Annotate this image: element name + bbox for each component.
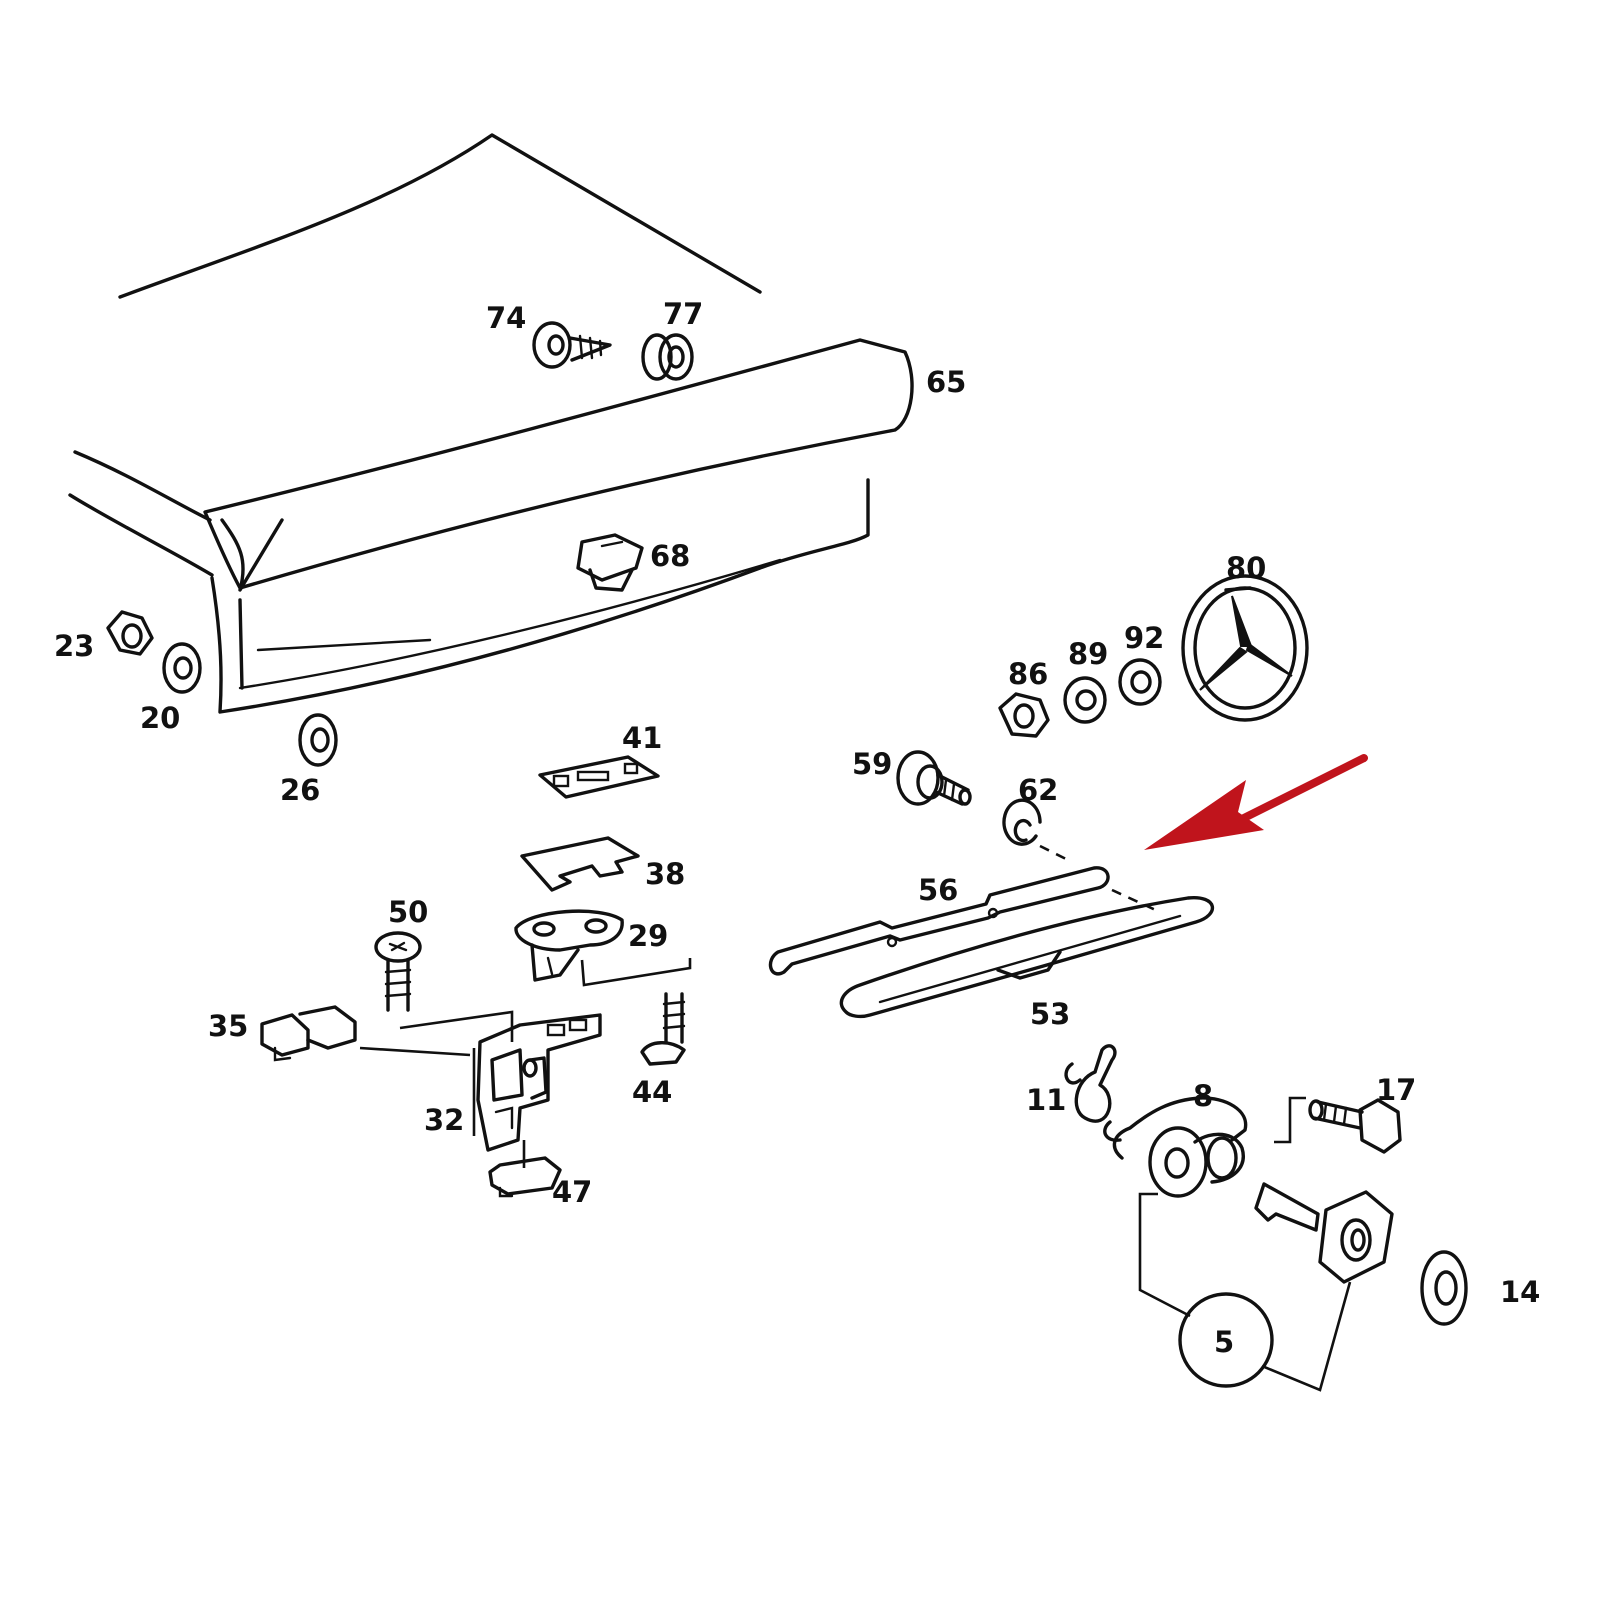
part-92-washer xyxy=(1118,658,1162,706)
part-8-lock-cylinder xyxy=(1103,1096,1248,1198)
part-47-clip xyxy=(488,1156,562,1198)
callout-77: 77 xyxy=(663,297,703,331)
red-arrow-indicator xyxy=(1144,754,1368,850)
part-key xyxy=(1254,1182,1394,1284)
trunk-lid xyxy=(68,133,914,714)
callout-50: 50 xyxy=(388,895,428,929)
callout-92: 92 xyxy=(1124,621,1164,655)
part-44-bolt xyxy=(640,992,686,1066)
callout-35: 35 xyxy=(208,1009,248,1043)
part-77-grommet xyxy=(641,333,694,381)
callout-47: 47 xyxy=(552,1175,592,1209)
callout-89: 89 xyxy=(1068,637,1108,671)
arrow-head xyxy=(1144,780,1264,850)
callout-44: 44 xyxy=(632,1075,672,1109)
part-20-washer xyxy=(162,642,202,694)
part-23-nut xyxy=(106,610,154,656)
part-53-handle xyxy=(839,896,1215,1019)
callout-32: 32 xyxy=(424,1103,464,1137)
part-5-set-circle xyxy=(1178,1292,1274,1388)
part-35-clips xyxy=(260,1005,357,1062)
part-50-screw xyxy=(374,931,422,1012)
callout-53: 53 xyxy=(1030,997,1070,1031)
part-74-screw xyxy=(532,321,612,369)
part-14-washer xyxy=(1420,1250,1468,1326)
callout-23: 23 xyxy=(54,629,94,663)
callout-74: 74 xyxy=(486,301,526,335)
part-56-rod xyxy=(768,866,1110,976)
callout-20: 20 xyxy=(140,701,180,735)
part-86-nut xyxy=(998,692,1050,738)
callout-65: 65 xyxy=(926,365,966,399)
part-59-stud xyxy=(896,750,972,806)
part-32-latch xyxy=(476,1013,602,1152)
part-89-washer xyxy=(1063,676,1107,724)
callout-11: 11 xyxy=(1026,1083,1066,1117)
callout-86: 86 xyxy=(1008,657,1048,691)
part-62-clip xyxy=(1002,798,1042,846)
rod-dashed-connectors xyxy=(1039,844,1161,914)
part-41-plate xyxy=(538,755,660,799)
lock-leader-lines xyxy=(1138,1096,1352,1392)
part-68-plug xyxy=(576,533,644,592)
callout-59: 59 xyxy=(852,747,892,781)
part-26-washer xyxy=(298,713,338,767)
part-80-emblem xyxy=(1181,574,1309,722)
part-17-bolt xyxy=(1308,1098,1402,1154)
callout-38: 38 xyxy=(645,857,685,891)
callout-8: 8 xyxy=(1193,1079,1213,1113)
callout-29: 29 xyxy=(628,919,668,953)
callout-14: 14 xyxy=(1500,1275,1540,1309)
callout-62: 62 xyxy=(1018,773,1058,807)
callout-labels: 74 77 65 68 23 20 26 41 38 29 50 35 32 4… xyxy=(54,297,1540,1359)
callout-80: 80 xyxy=(1226,551,1266,585)
callout-5: 5 xyxy=(1214,1325,1234,1359)
callout-26: 26 xyxy=(280,773,320,807)
part-29-bracket xyxy=(514,909,624,982)
callout-56: 56 xyxy=(918,873,958,907)
latch-leader-lines xyxy=(359,958,692,1168)
callout-17: 17 xyxy=(1376,1073,1416,1107)
callout-41: 41 xyxy=(622,721,662,755)
callout-68: 68 xyxy=(650,539,690,573)
part-11-spring-clip xyxy=(1064,1044,1117,1123)
part-38-shim xyxy=(520,836,640,892)
